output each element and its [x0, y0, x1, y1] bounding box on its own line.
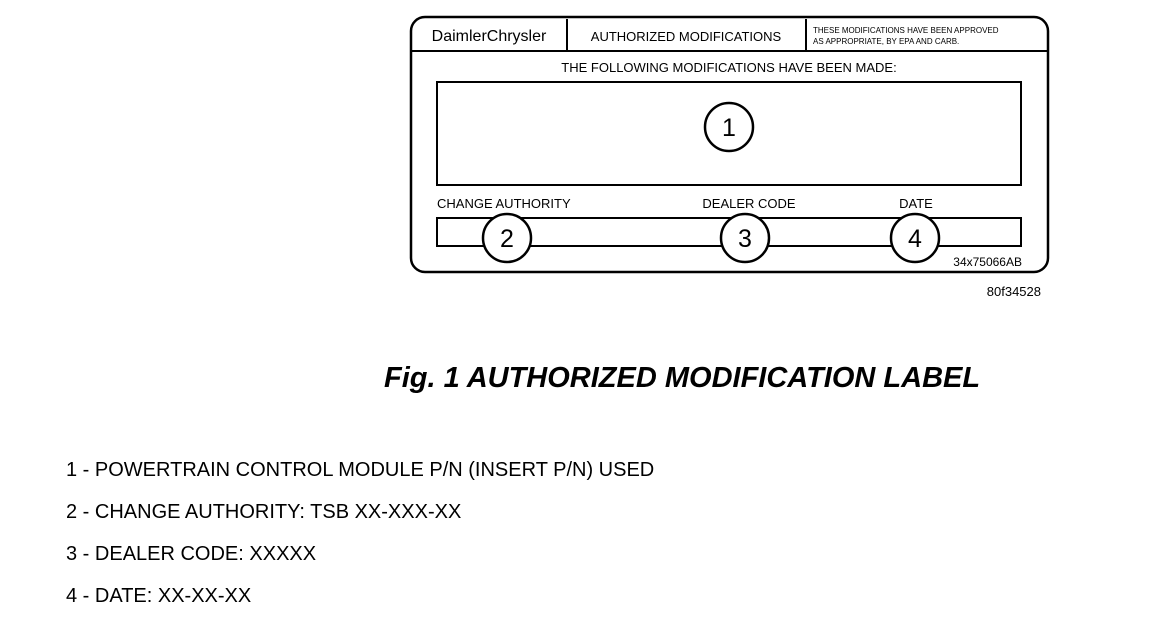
part-number: 34x75066AB — [953, 255, 1022, 269]
legend-text: CHANGE AUTHORITY: TSB XX-XXX-XX — [94, 501, 462, 523]
legend-item: 2 - CHANGE AUTHORITY: TSB XX-XXX-XX — [66, 501, 462, 523]
approval-note-line1: THESE MODIFICATIONS HAVE BEEN APPROVED — [813, 26, 999, 35]
header-title: AUTHORIZED MODIFICATIONS — [591, 29, 782, 44]
legend-item: 1 - POWERTRAIN CONTROL MODULE P/N (INSER… — [66, 459, 655, 481]
field-label-dealer-code: DEALER CODE — [702, 196, 796, 211]
callout-3: 3 — [738, 225, 752, 253]
callout-1: 1 — [722, 114, 736, 142]
legend-list: 1 - POWERTRAIN CONTROL MODULE P/N (INSER… — [66, 456, 654, 624]
callout-4: 4 — [908, 225, 922, 253]
legend-number: 4 — [66, 585, 78, 607]
field-label-change-authority: CHANGE AUTHORITY — [437, 196, 571, 211]
legend-item: 3 - DEALER CODE: XXXXX — [66, 543, 317, 565]
modification-label-diagram: DaimlerChrysler AUTHORIZED MODIFICATIONS… — [409, 15, 1050, 299]
modifications-box — [436, 81, 1022, 186]
legend-number: 2 — [66, 501, 78, 523]
callout-1-circle — [703, 101, 755, 153]
legend-text: DATE: XX-XX-XX — [94, 585, 252, 607]
legend-text: DEALER CODE: XXXXX — [94, 543, 317, 565]
approval-note-line2: AS APPROPRIATE, BY EPA AND CARB. — [813, 37, 959, 46]
legend-item: 4 - DATE: XX-XX-XX — [66, 585, 252, 607]
brand-name: DaimlerChrysler — [432, 28, 547, 45]
callout-2-circle — [481, 212, 533, 264]
figure-caption: Fig. 1 AUTHORIZED MODIFICATION LABEL — [384, 362, 981, 394]
field-label-date: DATE — [899, 196, 933, 211]
legend-number: 1 — [66, 459, 78, 481]
legend-text: POWERTRAIN CONTROL MODULE P/N (INSERT P/… — [94, 459, 655, 481]
callout-3-circle — [719, 212, 771, 264]
callout-2: 2 — [500, 225, 514, 253]
callout-4-circle — [889, 212, 941, 264]
instruction-text: THE FOLLOWING MODIFICATIONS HAVE BEEN MA… — [561, 60, 896, 75]
figure-id: 80f34528 — [987, 284, 1041, 299]
legend-number: 3 — [66, 543, 78, 565]
